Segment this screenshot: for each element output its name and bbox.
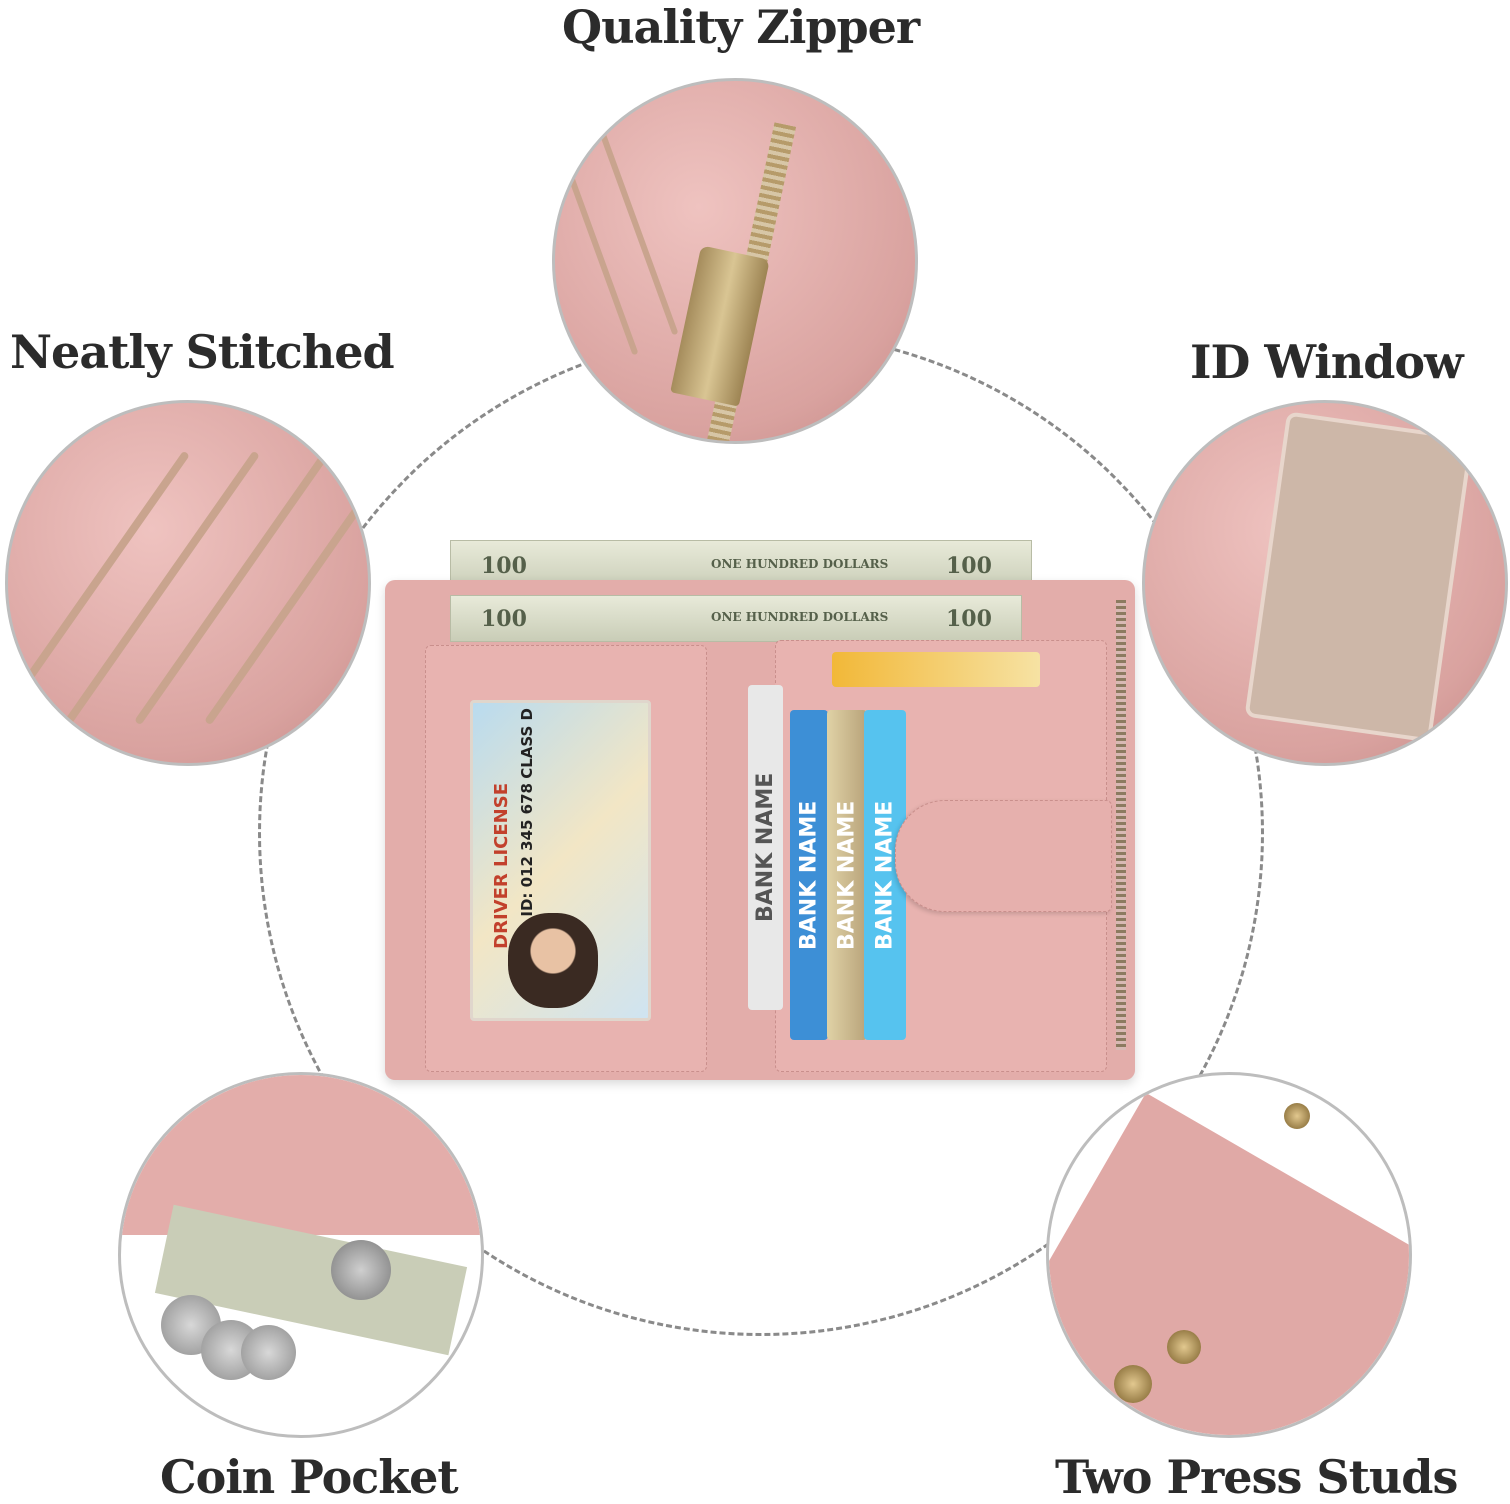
feature-label-zipper: Quality Zipper (562, 0, 920, 54)
snap-button-icon (1114, 1365, 1152, 1403)
snap-tab[interactable] (895, 800, 1112, 912)
feature-label-stitched: Neatly Stitched (10, 325, 395, 379)
feature-label-press-studs: Two Press Studs (1055, 1450, 1458, 1504)
id-photo (508, 913, 598, 1008)
feature-label-id-window: ID Window (1190, 335, 1464, 389)
drivers-license: DRIVER LICENSE ID: 012 345 678 CLASS D (470, 700, 651, 1021)
zipper-detail-image (552, 78, 918, 444)
card-yellow (832, 652, 1040, 687)
coin-icon (331, 1240, 391, 1300)
coin-icon (241, 1325, 296, 1380)
snap-button-icon (1284, 1103, 1310, 1129)
wallet-zipper (1116, 600, 1126, 1050)
snap-button-icon (1167, 1330, 1201, 1364)
zipper-pull-icon (670, 245, 770, 407)
card-grey: BANK NAME (748, 685, 783, 1010)
banknote: 100 ONE HUNDRED DOLLARS 100 (450, 595, 1022, 642)
feature-label-coin-pocket: Coin Pocket (160, 1450, 459, 1504)
id-window-detail-image (1142, 400, 1508, 766)
stitching-detail-image (5, 400, 371, 766)
card-blue: BANK NAME (790, 710, 828, 1040)
press-studs-detail-image (1046, 1072, 1412, 1438)
coin-pocket-detail-image (118, 1072, 484, 1438)
card-gold: BANK NAME (827, 710, 867, 1040)
